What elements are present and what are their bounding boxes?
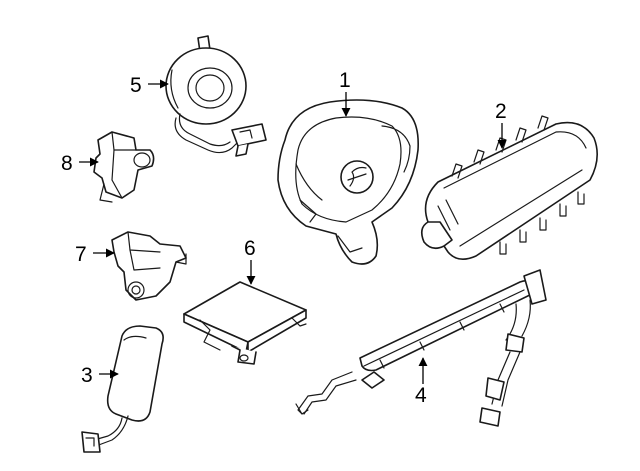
part-2-passenger-airbag (420, 115, 598, 260)
callout-8: 8 (61, 152, 73, 175)
part-3-side-airbag (81, 325, 164, 453)
callout-labels: 1 2 3 4 5 6 7 8 (61, 69, 507, 407)
callout-4: 4 (415, 384, 427, 407)
callout-7: 7 (75, 243, 87, 266)
part-7-sensor (111, 231, 187, 301)
part-4-curtain-airbag (295, 269, 547, 427)
part-1-driver-airbag (277, 99, 419, 265)
callout-2: 2 (495, 100, 507, 123)
part-6-control-module (183, 281, 307, 365)
part-5-clock-spring (165, 35, 267, 157)
part-8-sensor (93, 131, 155, 203)
callout-leaders (79, 79, 507, 384)
callout-1: 1 (339, 69, 351, 92)
callout-3: 3 (81, 364, 93, 387)
callout-5: 5 (130, 74, 142, 97)
callout-6: 6 (244, 237, 256, 260)
